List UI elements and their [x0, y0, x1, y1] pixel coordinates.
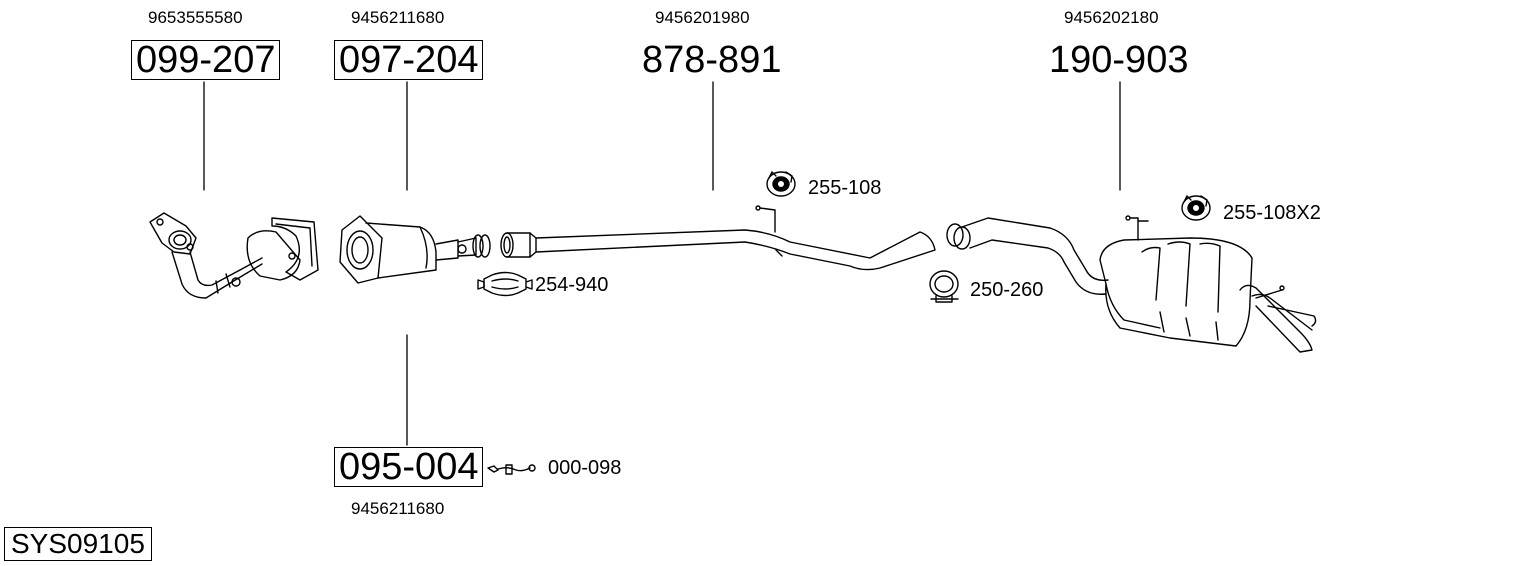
label-clamp-1[interactable]: 254-940: [535, 274, 609, 296]
rubber-mount-icon[interactable]: [767, 172, 795, 196]
oe-number-front-cat: 9653555580: [148, 8, 243, 27]
part-label-cat-converter[interactable]: 097-204: [334, 40, 484, 80]
part-label-particulate-filter[interactable]: 095-004: [334, 447, 484, 487]
label-rubber-mount-2[interactable]: 255-108X2: [1223, 202, 1321, 224]
clamp-ring-icon[interactable]: [930, 271, 958, 302]
rubber-mount-x2-icon[interactable]: [1182, 196, 1210, 220]
oe-number-particulate-filter: 9456211680: [351, 499, 445, 518]
label-clamp-2[interactable]: 250-260: [970, 279, 1044, 301]
oe-number-rear-silencer: 9456202180: [1064, 8, 1159, 27]
middle-pipe-drawing[interactable]: [501, 206, 935, 270]
part-label-front-cat[interactable]: 099-207: [131, 40, 281, 80]
label-sensor[interactable]: 000-098: [548, 457, 622, 479]
label-rubber-mount-1[interactable]: 255-108: [808, 177, 882, 199]
system-code: SYS09105: [4, 527, 152, 561]
rear-silencer-drawing[interactable]: [947, 216, 1316, 352]
leader-lines: [204, 82, 1120, 445]
part-label-middle-pipe[interactable]: 878-891: [642, 39, 782, 81]
clamp-icon[interactable]: [478, 273, 532, 296]
cat-converter-drawing[interactable]: [340, 216, 490, 283]
part-label-rear-silencer[interactable]: 190-903: [1049, 39, 1189, 81]
sensor-icon[interactable]: [488, 465, 535, 474]
oe-number-cat-converter: 9456211680: [351, 8, 445, 27]
front-cat-drawing[interactable]: [150, 213, 318, 298]
oe-number-middle-pipe: 9456201980: [655, 8, 750, 27]
